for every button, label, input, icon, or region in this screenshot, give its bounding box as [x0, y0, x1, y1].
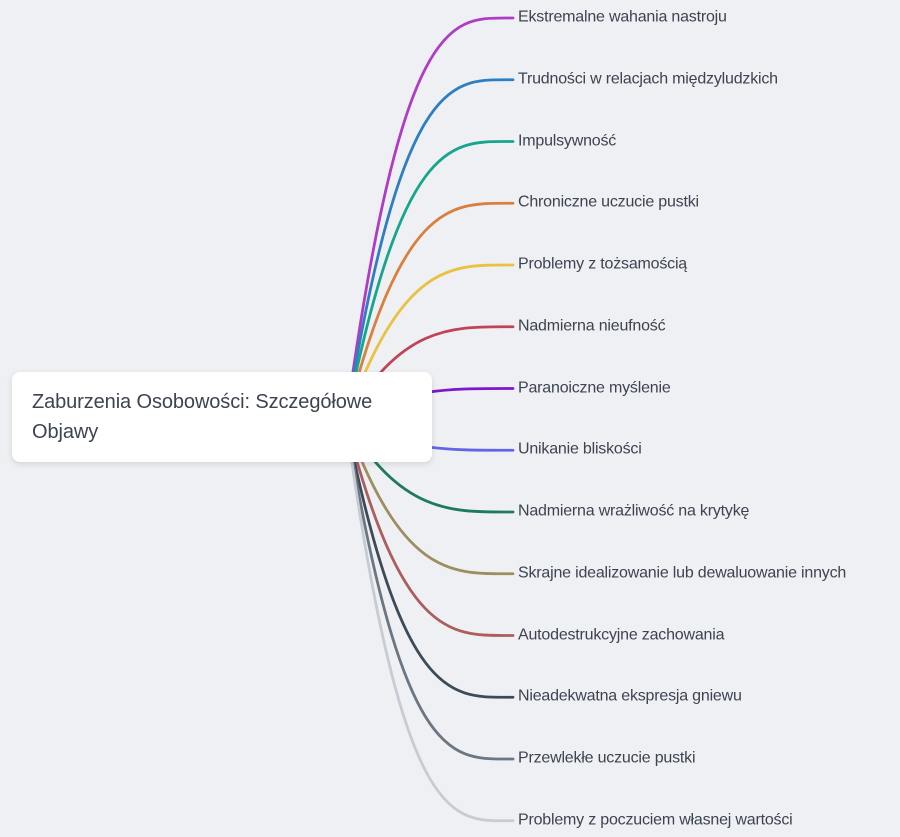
- branch-node[interactable]: Unikanie bliskości: [518, 440, 642, 458]
- branch-curve: [344, 419, 515, 823]
- branch-node[interactable]: Impulsywność: [518, 132, 617, 150]
- branch-curve: [344, 419, 515, 699]
- branch-curve: [344, 140, 515, 423]
- branch-node[interactable]: Problemy z poczuciem własnej wartości: [518, 811, 793, 829]
- branch-curve: [344, 419, 515, 761]
- branch-node[interactable]: Nadmierna nieufność: [518, 317, 666, 335]
- branch-node[interactable]: Ekstremalne wahania nastroju: [518, 8, 727, 26]
- branch-curve: [344, 419, 515, 637]
- branch-node[interactable]: Chroniczne uczucie pustki: [518, 193, 699, 211]
- branch-node[interactable]: Skrajne idealizowanie lub dewaluowanie i…: [518, 564, 847, 582]
- branch-curve: [344, 16, 515, 423]
- branch-node[interactable]: Autodestrukcyjne zachowania: [518, 626, 725, 644]
- root-title: Zaburzenia Osobowości: Szczegółowe Objaw…: [32, 391, 373, 443]
- branch-curve: [344, 201, 515, 423]
- branch-node[interactable]: Paranoiczne myślenie: [518, 379, 671, 397]
- branch-curve: [344, 263, 515, 423]
- branch-node[interactable]: Nadmierna wrażliwość na krytykę: [518, 502, 750, 520]
- branch-node[interactable]: Nieadekwatna ekspresja gniewu: [518, 687, 742, 705]
- branch-curve: [344, 419, 515, 576]
- branch-node[interactable]: Przewlekłe uczucie pustki: [518, 749, 696, 767]
- branch-node[interactable]: Trudności w relacjach międzyludzkich: [518, 70, 778, 88]
- branch-node[interactable]: Problemy z tożsamością: [518, 255, 687, 273]
- root-node[interactable]: Zaburzenia Osobowości: Szczegółowe Objaw…: [12, 372, 432, 462]
- branch-curve: [344, 78, 515, 423]
